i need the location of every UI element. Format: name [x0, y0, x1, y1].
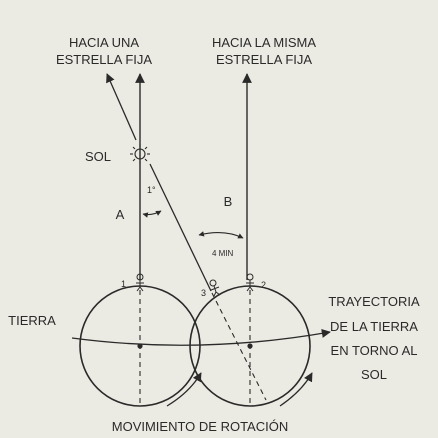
- angle-label: 1°: [147, 185, 156, 195]
- right-star-label-line1: HACIA LA MISMA: [212, 35, 316, 50]
- rotation-arrow-left: [166, 372, 202, 407]
- label-b: B: [224, 194, 233, 209]
- rotation-label: MOVIMIENTO DE ROTACIÓN: [112, 419, 288, 434]
- label-a: A: [116, 207, 125, 222]
- trajectory-label-line1: TRAYECTORIA: [328, 294, 420, 309]
- orbit-trajectory: [71, 328, 331, 346]
- left-star-label-line1: HACIA UNA: [69, 35, 139, 50]
- sun-direction-line: [149, 163, 212, 292]
- time-label: 4 MIN: [212, 249, 234, 258]
- diagonal-star-arrow: [106, 73, 137, 141]
- trajectory-label-line2: DE LA TIERRA: [330, 319, 418, 334]
- rotation-arrow-right: [279, 372, 313, 407]
- position-3-label: 3: [201, 288, 206, 298]
- observer-figure-2: [246, 273, 254, 292]
- trajectory-label-line3: EN TORNO AL: [331, 343, 418, 358]
- trajectory-label-line4: SOL: [361, 367, 387, 382]
- earth-center-right: [247, 343, 253, 349]
- position-2-label: 2: [261, 280, 266, 290]
- left-star-label-line2: ESTRELLA FIJA: [56, 52, 152, 67]
- sun-label: SOL: [85, 149, 111, 164]
- earth-label: TIERRA: [8, 313, 56, 328]
- sun-icon: [130, 144, 150, 164]
- observer-figure-1: [136, 273, 144, 292]
- earth-axis-diagonal: [211, 292, 267, 401]
- time-arc: [198, 231, 244, 239]
- position-1-label: 1: [121, 279, 126, 289]
- observer-figure-3: [209, 279, 221, 297]
- right-star-label-line2: ESTRELLA FIJA: [216, 52, 312, 67]
- angle-arc: [142, 210, 162, 218]
